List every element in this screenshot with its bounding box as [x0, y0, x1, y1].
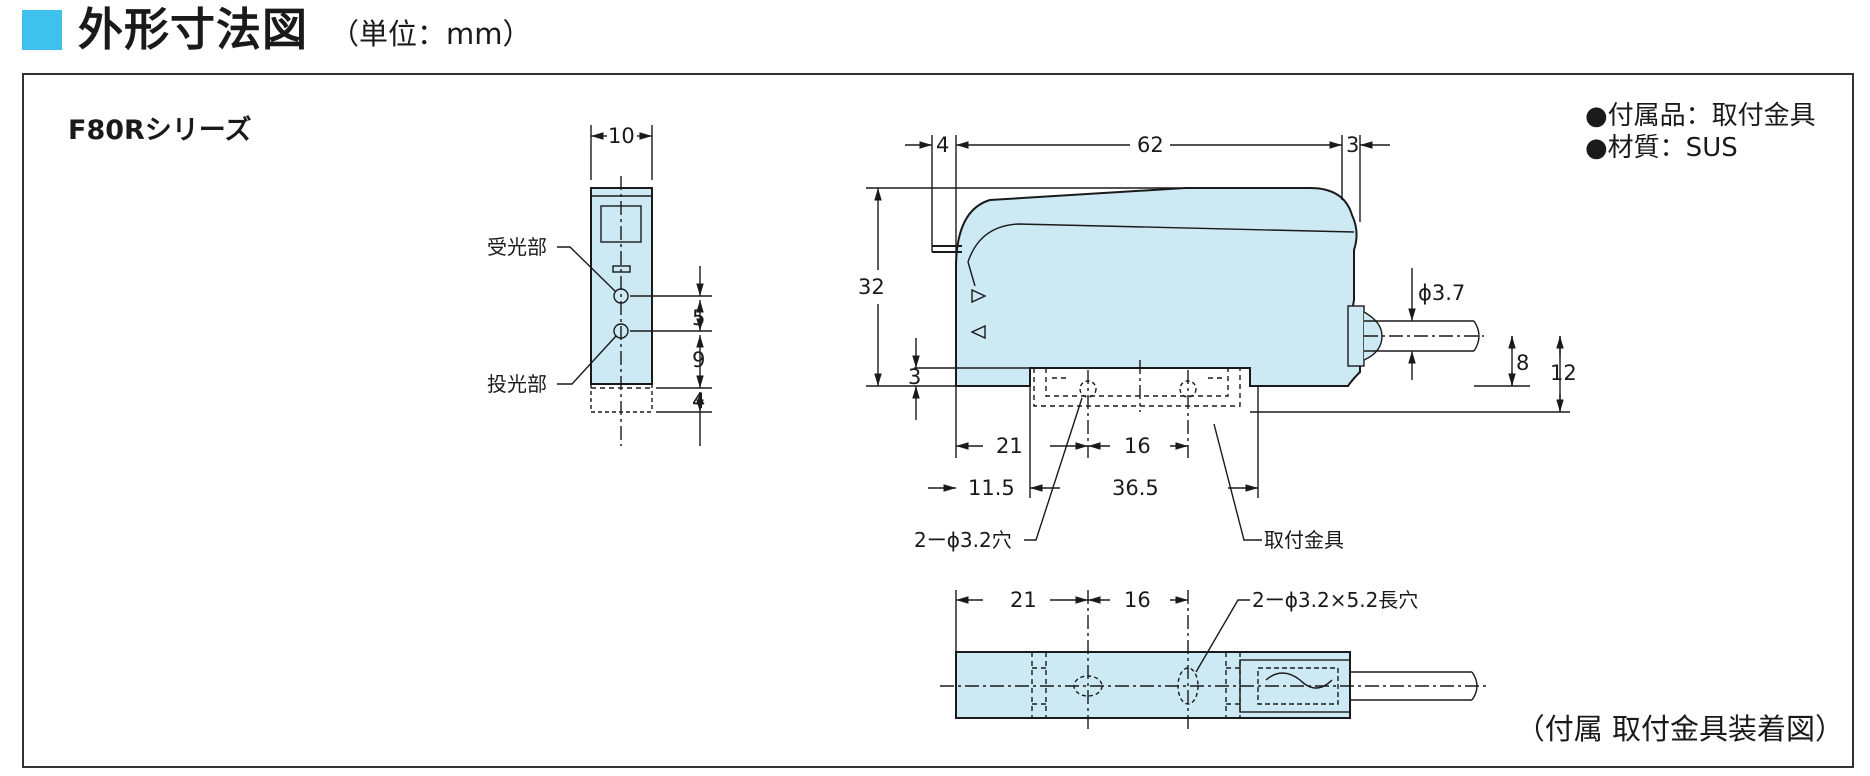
note-accessory: ●付属品：取付金具 — [1585, 101, 1816, 131]
note-material: ●材質：SUS — [1585, 133, 1738, 163]
dim-front-16: 16 — [1124, 434, 1151, 458]
dim-bottom-21: 21 — [1010, 588, 1037, 612]
dim-side-5: 5 — [692, 306, 705, 330]
dim-side-width: 10 — [608, 124, 635, 148]
page-title: 外形寸法図 — [78, 3, 309, 56]
caption: （付属 取付金具装着図） — [1515, 712, 1844, 746]
label-slots: 2ーϕ3.2×5.2長穴 — [1252, 588, 1418, 612]
dim-bottom-16: 16 — [1124, 588, 1151, 612]
unit-label: （単位：mm） — [330, 17, 532, 51]
dim-front-4: 4 — [936, 133, 949, 157]
label-receiver: 受光部 — [487, 235, 547, 259]
header-square-icon — [22, 10, 62, 50]
dim-front-11-5: 11.5 — [968, 476, 1015, 500]
series-label: F80Rシリーズ — [68, 115, 252, 146]
dim-cable-dia: ϕ3.7 — [1418, 281, 1465, 305]
dim-side-4: 4 — [692, 389, 705, 413]
dim-front-base-3: 3 — [908, 365, 921, 389]
dim-side-9: 9 — [692, 348, 705, 372]
dim-cable-12: 12 — [1550, 361, 1577, 385]
dim-front-21: 21 — [996, 434, 1023, 458]
side-view — [557, 125, 712, 446]
drawing-frame — [22, 73, 1854, 768]
front-view — [866, 135, 1570, 541]
dim-front-36-5: 36.5 — [1112, 476, 1159, 500]
dim-cable-8: 8 — [1516, 351, 1529, 375]
dim-front-3: 3 — [1346, 133, 1359, 157]
label-holes: 2ーϕ3.2穴 — [914, 528, 1012, 552]
label-bracket: 取付金具 — [1264, 528, 1344, 552]
label-emitter: 投光部 — [487, 372, 547, 396]
dim-front-62: 62 — [1137, 133, 1164, 157]
notes: ●付属品：取付金具 ●材質：SUS — [1585, 100, 1816, 164]
dim-front-32: 32 — [858, 275, 885, 299]
bottom-view — [940, 590, 1486, 730]
